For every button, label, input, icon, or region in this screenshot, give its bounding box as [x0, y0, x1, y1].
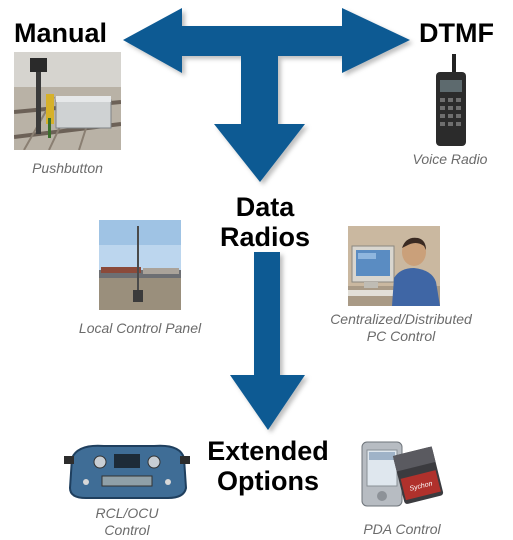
extended-options-line2: Options [217, 466, 319, 496]
rcl-ocu-device-image [64, 444, 190, 499]
pc-control-photo [348, 226, 440, 306]
pc-control-caption-line2: PC Control [366, 328, 436, 344]
data-radios-label: Data Radios [205, 192, 325, 252]
pushbutton-caption: Pushbutton [32, 160, 103, 176]
dtmf-label: DTMF [419, 18, 494, 48]
pc-control-caption-line1: Centralized/Distributed [330, 311, 472, 327]
pda-control-caption: PDA Control [363, 521, 441, 537]
pushbutton-photo [14, 52, 121, 150]
extended-options-label: Extended Options [198, 436, 338, 496]
pda-image: Sychon [361, 441, 444, 507]
local-control-panel-photo [99, 220, 181, 310]
rcl-ocu-caption: RCL/OCU Control [72, 505, 182, 539]
pc-control-caption: Centralized/Distributed PC Control [306, 311, 496, 345]
extended-options-line1: Extended [207, 436, 329, 466]
data-radios-line2: Radios [219, 222, 311, 252]
top-double-arrow [123, 8, 410, 182]
data-radios-line1: Data [235, 192, 295, 222]
manual-label: Manual [14, 18, 108, 48]
local-control-panel-caption: Local Control Panel [78, 320, 202, 336]
voice-radio-caption: Voice Radio [412, 151, 488, 167]
rcl-ocu-caption-line1: RCL/OCU [95, 505, 159, 521]
down-arrow [230, 252, 305, 430]
voice-radio-image [436, 54, 466, 146]
rcl-ocu-caption-line2: Control [104, 522, 150, 538]
